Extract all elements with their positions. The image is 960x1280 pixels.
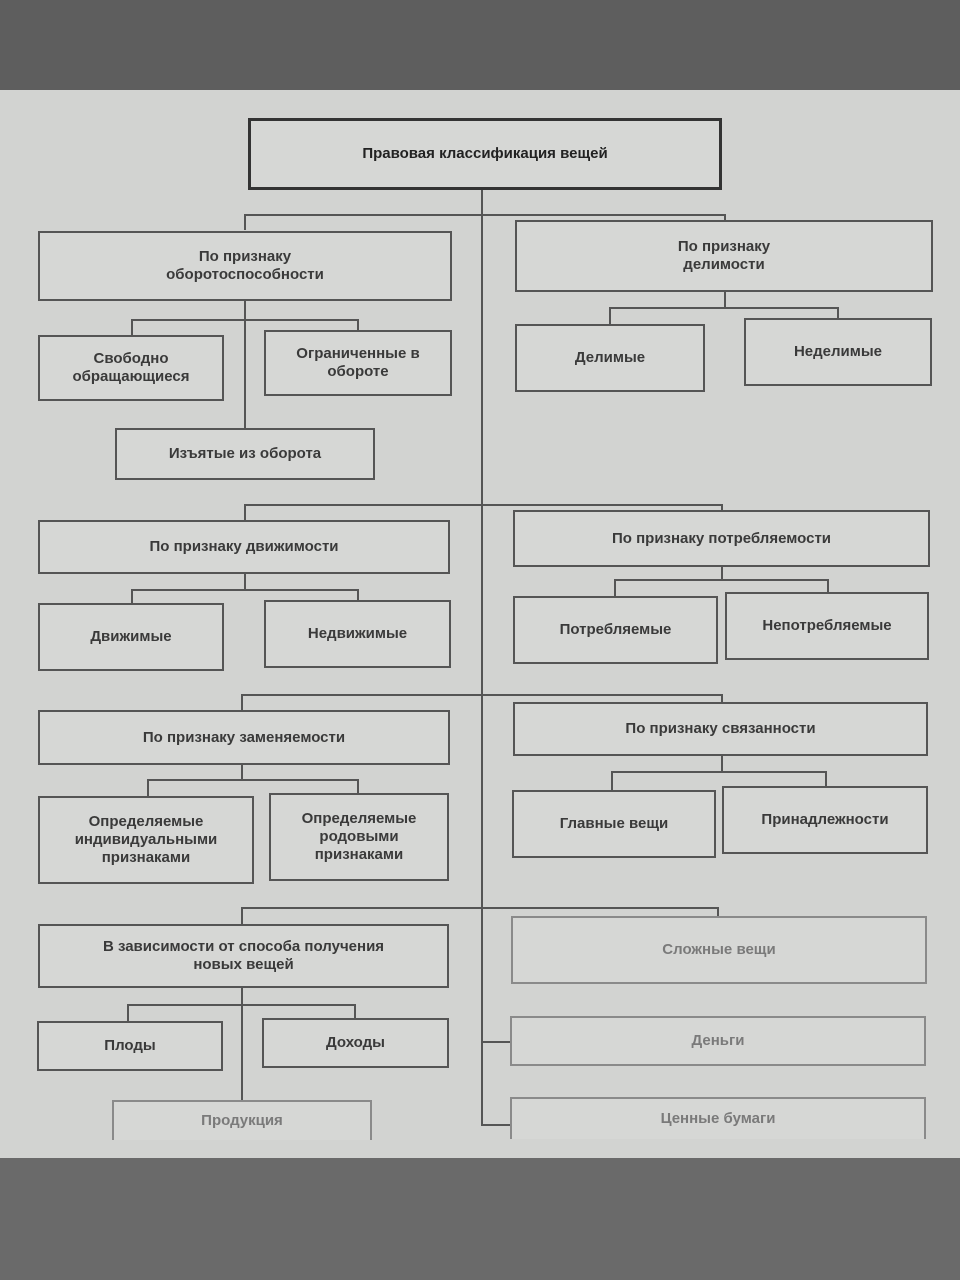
category-transferability: По признаку оборотоспособности [38, 231, 452, 301]
item-consumable: Потребляемые [513, 596, 718, 664]
connector [722, 771, 827, 786]
category-new-things: В зависимости от способа получения новых… [38, 924, 449, 988]
connector [131, 319, 359, 335]
connector [245, 589, 359, 600]
root-node: Правовая классификация вещей [248, 118, 722, 190]
connector [241, 694, 723, 710]
category-divisibility: По признаку делимости [515, 220, 933, 292]
item-movable: Движимые [38, 603, 224, 671]
connector [611, 754, 723, 790]
connector [242, 1004, 356, 1018]
background-surface [0, 1158, 960, 1280]
connector [244, 504, 723, 520]
item-withdrawn: Изъятые из оборота [115, 428, 375, 480]
item-complex-things: Сложные вещи [511, 916, 927, 984]
category-replaceability: По признаку заменяемости [38, 710, 450, 765]
connector [722, 579, 829, 592]
item-fruits: Плоды [37, 1021, 223, 1071]
connector [609, 290, 726, 324]
item-freely-circulating: Свободно обращающиеся [38, 335, 224, 401]
item-immovable: Недвижимые [264, 600, 451, 668]
category-movability: По признаку движимости [38, 520, 450, 574]
item-money: Деньги [510, 1016, 926, 1066]
item-securities: Ценные бумаги [510, 1097, 926, 1139]
item-individual-features: Определяемые индивидуальными признаками [38, 796, 254, 884]
item-income: Доходы [262, 1018, 449, 1068]
connector [614, 566, 723, 596]
category-consumability: По признаку потребляемости [513, 510, 930, 567]
item-products: Продукция [112, 1100, 372, 1140]
item-indivisible: Неделимые [744, 318, 932, 386]
connector [127, 986, 243, 1021]
item-generic-features: Определяемые родовыми признаками [269, 793, 449, 881]
connector [241, 907, 719, 924]
item-divisible: Делимые [515, 324, 705, 392]
connector [131, 572, 246, 603]
item-principal-things: Главные вещи [512, 790, 716, 858]
connector [725, 307, 839, 318]
item-non-consumable: Непотребляемые [725, 592, 929, 660]
item-accessories: Принадлежности [722, 786, 928, 854]
category-relatedness: По признаку связанности [513, 702, 928, 756]
trunk-line [481, 190, 510, 1126]
connector [242, 779, 359, 793]
connector [147, 764, 243, 796]
item-limited-circulation: Ограниченные в обороте [264, 330, 452, 396]
